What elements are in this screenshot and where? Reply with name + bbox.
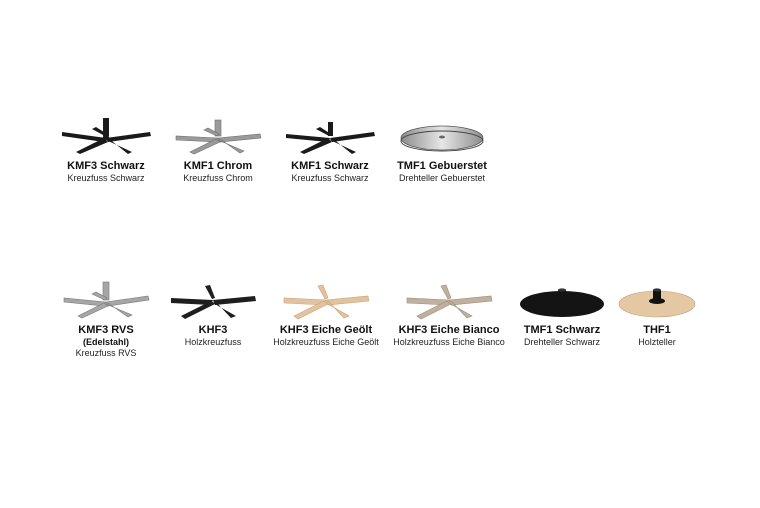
product-description: Holzkreuzfuss <box>184 337 242 347</box>
product-description: Drehteller Gebuerstet <box>398 173 486 183</box>
star-base-icon <box>63 281 150 319</box>
product-code: KHF3 Eiche Geölt <box>279 324 373 336</box>
product-material: (Edelstahl) <box>82 337 129 347</box>
product-item[interactable]: THF1 Holzteller <box>614 276 700 348</box>
product-description: Holzkreuzfuss Eiche Bianco <box>393 337 505 347</box>
product-description: Drehteller Schwarz <box>523 337 601 347</box>
star-base-icon <box>62 118 151 154</box>
product-item[interactable]: KHF3 Eiche Geölt Holzkreuzfuss Eiche Geö… <box>264 276 388 348</box>
disc-base-icon <box>520 288 604 317</box>
star-base-icon <box>406 284 493 320</box>
product-description: Kreuzfuss Schwarz <box>67 173 145 183</box>
product-item[interactable]: KMF3 RVS (Edelstahl) Kreuzfuss RVS <box>50 276 162 359</box>
product-description: Holzteller <box>638 337 676 347</box>
product-code: KHF3 <box>198 324 228 336</box>
product-description: Holzkreuzfuss Eiche Geölt <box>273 337 379 347</box>
product-code: KMF1 Schwarz <box>291 160 369 172</box>
product-description: Kreuzfuss Schwarz <box>291 173 369 183</box>
star-base-icon <box>283 284 370 320</box>
star-base-icon <box>286 122 375 154</box>
disc-base-icon <box>400 125 484 152</box>
product-item[interactable]: TMF1 Gebuerstet Drehteller Gebuerstet <box>386 112 498 184</box>
product-code: KMF3 Schwarz <box>67 160 145 172</box>
product-code: TMF1 Gebuerstet <box>397 160 487 172</box>
star-base-icon <box>175 119 262 155</box>
product-item[interactable]: KMF3 Schwarz Kreuzfuss Schwarz <box>50 112 162 184</box>
product-code: KMF3 RVS <box>78 324 134 336</box>
product-code: KHF3 Eiche Bianco <box>398 324 500 336</box>
product-description: Kreuzfuss Chrom <box>183 173 253 183</box>
product-item[interactable]: KHF3 Holzkreuzfuss <box>162 276 264 348</box>
product-code: TMF1 Schwarz <box>523 324 601 336</box>
star-base-icon <box>171 285 256 319</box>
product-code: THF1 <box>643 324 671 336</box>
product-item[interactable]: TMF1 Schwarz Drehteller Schwarz <box>510 276 614 348</box>
product-description: Kreuzfuss RVS <box>75 348 137 358</box>
product-item[interactable]: KMF1 Schwarz Kreuzfuss Schwarz <box>274 112 386 184</box>
product-item[interactable]: KMF1 Chrom Kreuzfuss Chrom <box>162 112 274 184</box>
disc-base-icon <box>618 288 696 318</box>
product-code: KMF1 Chrom <box>183 160 253 172</box>
product-item[interactable]: KHF3 Eiche Bianco Holzkreuzfuss Eiche Bi… <box>388 276 510 348</box>
